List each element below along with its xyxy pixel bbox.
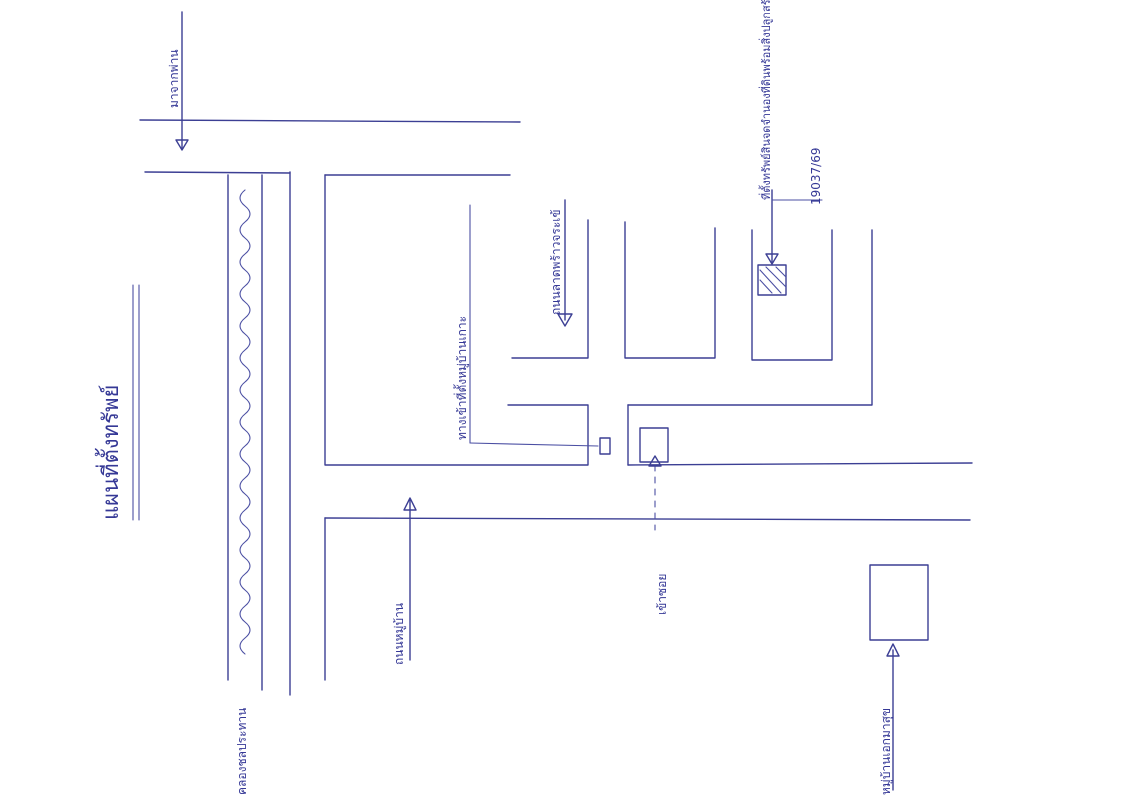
label-entrance: เข้าซอย <box>655 574 669 615</box>
label-village-road: ถนนหมู่บ้าน <box>392 603 407 665</box>
label-canal: คลองชลประทาน <box>235 708 249 795</box>
cross-street-upper <box>627 462 973 466</box>
block-side-lane <box>511 219 589 359</box>
shrine-marker <box>599 437 611 455</box>
property-pointer-head <box>765 253 779 265</box>
label-from-north: มาจากพ่าน <box>167 49 181 108</box>
village-building-arrow <box>886 643 900 657</box>
cross-street-lower <box>324 517 971 521</box>
road-name-arrow <box>557 313 573 327</box>
map-title: แผนที่ตั้งทรัพย์ <box>95 385 124 520</box>
north-arrow-head <box>175 139 189 151</box>
block-upper-outline <box>324 174 589 466</box>
label-property-location: ที่ตั้งทรัพย์สินจดจำนองที่ดินพร้อมสิ่งปล… <box>758 0 773 200</box>
label-property-number: 19037/69 <box>809 148 823 206</box>
canal-water-hatching <box>239 189 251 655</box>
property-lot <box>751 229 833 361</box>
label-village-name: หมู่บ้านเอกมาสุข <box>879 708 894 795</box>
property-hatching <box>759 266 787 294</box>
label-shrine-note: ทางเข้าที่ตั้งหมู่บ้านเกาะ <box>453 316 470 440</box>
village-road-arrow-head <box>403 497 417 511</box>
property-marker <box>757 264 787 296</box>
shrine-pointer <box>469 442 599 447</box>
top-road-line <box>139 119 521 123</box>
label-road-name: ถนนลาดพร้าวจระเข้ <box>549 209 563 315</box>
entrance-arrow-head <box>648 455 662 467</box>
middle-block <box>624 221 716 359</box>
village-building <box>869 564 929 641</box>
entrance-box <box>639 427 669 463</box>
top-road-lower-left <box>144 171 291 174</box>
right-block-outline <box>627 229 873 406</box>
